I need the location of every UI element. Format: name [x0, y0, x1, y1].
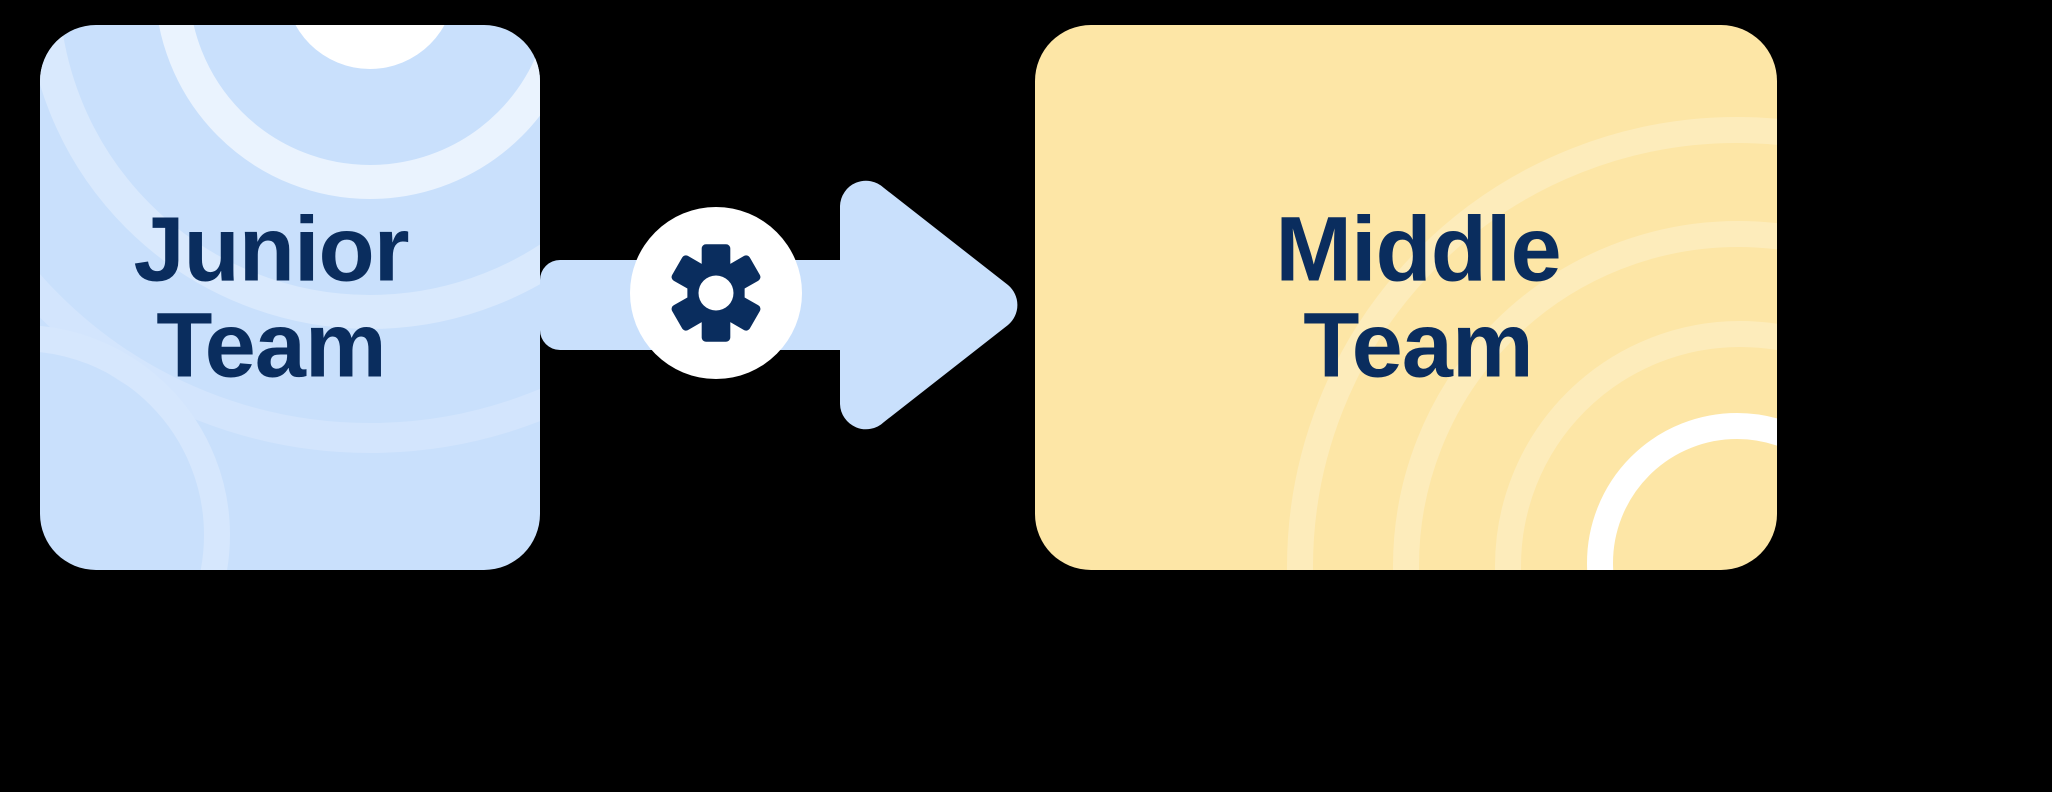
node-junior-team[interactable]: Junior Team: [40, 25, 540, 570]
gear-icon: [671, 244, 761, 342]
gear-badge[interactable]: [630, 207, 802, 379]
decorative-ring-inner: [155, 25, 540, 199]
node-junior-team-label: Junior Team: [133, 197, 409, 397]
decorative-ring-white: [1587, 413, 1777, 570]
decorative-circle-white: [285, 25, 455, 69]
node-middle-team-label: Middle Team: [1275, 197, 1561, 397]
node-middle-team[interactable]: Middle Team: [1035, 25, 1777, 570]
